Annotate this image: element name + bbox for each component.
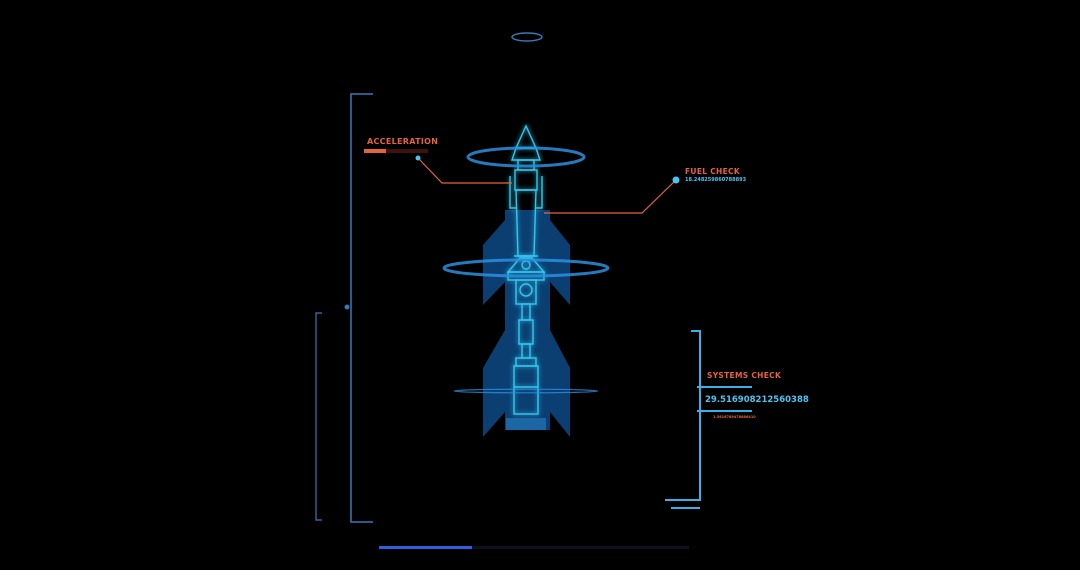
rocket-body xyxy=(483,210,570,437)
bottom-progress-track xyxy=(379,546,689,549)
fuel-check-label: FUEL CHECK xyxy=(685,167,740,176)
orbit-ring-top xyxy=(466,146,586,168)
top-orbit-ring-icon xyxy=(511,32,543,42)
fuel-check-value: 18.248259860788893 xyxy=(685,177,747,183)
right-bracket xyxy=(665,330,701,501)
left-outer-bracket xyxy=(350,93,373,523)
systems-check-subvalue: 1.5616789478886410 xyxy=(713,415,756,419)
orbit-ring-low xyxy=(453,388,599,394)
bracket-node-icon xyxy=(344,304,350,310)
bottom-progress-fill xyxy=(379,546,472,549)
acceleration-progress-fill xyxy=(364,149,387,153)
acceleration-leader-line xyxy=(417,157,512,184)
systems-check-label: SYSTEMS CHECK xyxy=(707,371,782,380)
acceleration-label: ACCELERATION xyxy=(367,137,439,146)
orbit-ring-mid xyxy=(442,258,610,278)
acceleration-progress-track xyxy=(364,149,428,153)
systems-check-value: 29.516908212560388 xyxy=(705,395,809,405)
fuel-leader-line xyxy=(544,179,677,214)
left-inner-bracket xyxy=(315,312,322,521)
